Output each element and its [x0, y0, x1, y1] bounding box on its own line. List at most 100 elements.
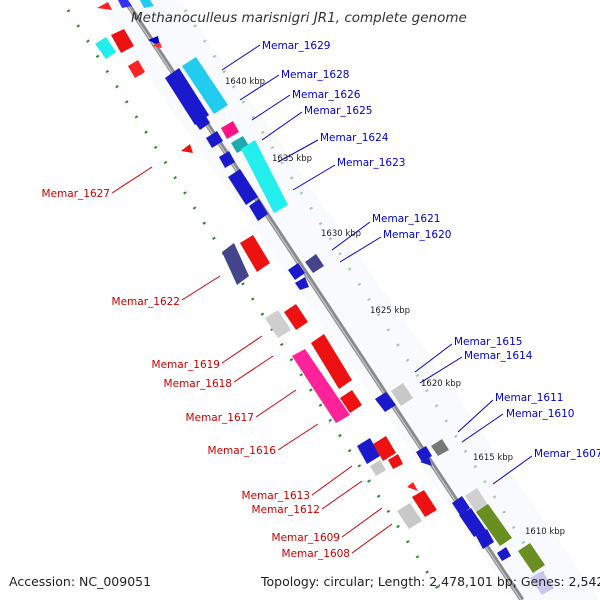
gene-feature [375, 392, 396, 412]
gene-label-forward: Memar_1615 [454, 336, 522, 348]
gene-feature [459, 508, 486, 537]
kbp-tick: 1620 kbp [421, 379, 461, 389]
gene-feature [240, 235, 270, 272]
leader-line [181, 275, 221, 301]
gene-feature [182, 57, 228, 114]
gene-feature [476, 529, 494, 549]
leader-line [492, 455, 533, 485]
gene-feature [416, 446, 432, 462]
gene-label-reverse: Memar_1616 [208, 445, 277, 457]
gene-feature [265, 310, 291, 338]
gene-feature [284, 304, 308, 330]
gene-label-forward: Memar_1628 [281, 69, 349, 81]
gene-feature [111, 29, 134, 53]
leader-line [277, 139, 319, 163]
gene-feature [431, 439, 449, 456]
kbp-tick: 1635 kbp [272, 154, 312, 164]
gene-feature [95, 37, 116, 59]
gene-feature [465, 488, 488, 512]
gene-feature [497, 547, 511, 561]
leader-line [255, 389, 297, 418]
gene-feature [228, 169, 258, 205]
leader-line [419, 356, 463, 384]
gene-feature [288, 263, 305, 280]
gene-feature [357, 438, 380, 464]
gene-label-reverse: Memar_1627 [42, 188, 110, 200]
gene-feature [397, 503, 422, 529]
summary-text: Topology: circular; Length: 2,478,101 bp… [260, 574, 600, 589]
gene-feature [476, 504, 512, 546]
gene-feature [222, 243, 249, 285]
leader-line [341, 507, 383, 538]
gene-label-forward: Memar_1614 [464, 350, 533, 362]
leader-line [339, 236, 382, 263]
gene-label-reverse: Memar_1617 [186, 412, 254, 424]
gene-label-forward: Memar_1629 [262, 40, 330, 52]
gene-label-forward: Memar_1611 [495, 392, 563, 404]
gene-feature [370, 460, 386, 476]
gene-feature [340, 390, 362, 413]
leader-line [233, 355, 274, 383]
kbp-tick: 1610 kbp [525, 527, 565, 537]
leader-line [111, 166, 153, 194]
gene-feature [206, 131, 223, 148]
leader-line [261, 111, 303, 141]
kbp-tick: 1625 kbp [370, 306, 410, 316]
gene-label-forward: Memar_1607 [534, 448, 600, 460]
gene-feature [152, 42, 162, 48]
gene-label-reverse: Memar_1618 [164, 378, 232, 390]
leader-line [292, 164, 336, 191]
leader-line [461, 413, 504, 443]
gene-feature [97, 2, 112, 10]
gene-feature [193, 113, 210, 130]
kbp-tick: 1615 kbp [473, 453, 513, 463]
kbp-tick: 1640 kbp [225, 77, 265, 87]
gene-label-forward: Memar_1610 [506, 408, 574, 420]
leader-line [311, 465, 353, 496]
leader-line [457, 399, 494, 433]
gene-feature [407, 482, 418, 491]
leader-line [251, 94, 291, 121]
gene-feature [219, 151, 235, 168]
gene-feature [249, 199, 268, 221]
leader-line [414, 343, 453, 373]
leader-line [221, 335, 263, 364]
gene-label-forward: Memar_1620 [383, 229, 451, 241]
gene-feature [231, 136, 249, 153]
gene-feature [295, 277, 309, 290]
gene-label-reverse: Memar_1613 [242, 490, 310, 502]
map-title: Methanoculleus marisnigri JR1, complete … [131, 10, 467, 26]
gene-label-reverse: Memar_1608 [282, 548, 350, 560]
gene-feature [221, 121, 239, 139]
gene-feature [181, 144, 193, 153]
gene-label-forward: Memar_1623 [337, 157, 405, 169]
gene-label-forward: Memar_1625 [304, 105, 372, 117]
gene-feature [128, 60, 145, 78]
gene-feature [452, 496, 470, 515]
gene-label-forward: Memar_1621 [372, 213, 440, 225]
gene-label-reverse: Memar_1619 [152, 359, 220, 371]
gene-feature [391, 383, 413, 406]
gene-feature [311, 334, 352, 389]
gene-feature [518, 543, 545, 573]
gene-feature [165, 68, 209, 125]
gene-feature [305, 254, 324, 273]
gene-label-reverse: Memar_1609 [272, 532, 340, 544]
gene-label-forward: Memar_1626 [292, 89, 361, 101]
gene-feature [420, 458, 432, 466]
feature-band [95, 0, 600, 600]
gene-feature [530, 571, 554, 595]
gene-feature [412, 490, 437, 517]
leader-line [331, 221, 371, 251]
leader-line [277, 423, 319, 451]
gene-label-reverse: Memar_1622 [112, 296, 180, 308]
leader-line [221, 44, 261, 71]
gene-label-forward: Memar_1624 [320, 132, 389, 144]
leader-line [351, 523, 393, 554]
gene-feature [118, 0, 132, 8]
gene-feature [140, 0, 154, 8]
gene-label-reverse: Memar_1612 [252, 504, 320, 516]
gene-feature [388, 454, 403, 469]
gene-feature [292, 349, 350, 423]
